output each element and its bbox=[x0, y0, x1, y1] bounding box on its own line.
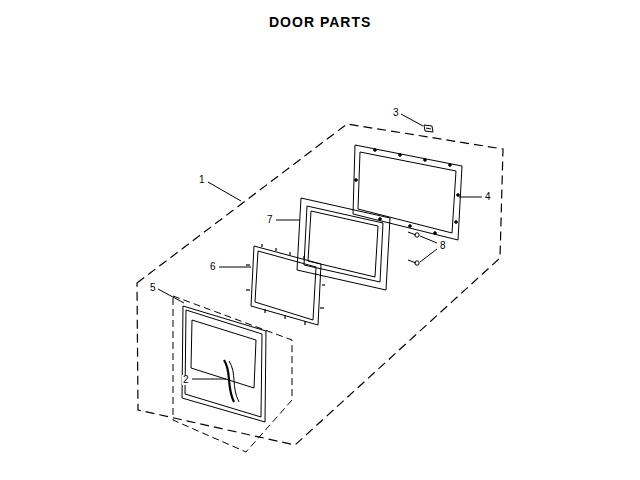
callout-number: 1 bbox=[198, 175, 206, 185]
callout-number: 2 bbox=[182, 375, 190, 385]
callout-number: 3 bbox=[392, 108, 400, 118]
callout-number: 6 bbox=[209, 262, 217, 272]
callout-number: 8 bbox=[439, 241, 447, 251]
callout-number: 4 bbox=[484, 192, 492, 202]
diagram-title: DOOR PARTS bbox=[269, 15, 371, 29]
callout-number: 5 bbox=[149, 283, 157, 293]
callout-number: 7 bbox=[266, 215, 274, 225]
